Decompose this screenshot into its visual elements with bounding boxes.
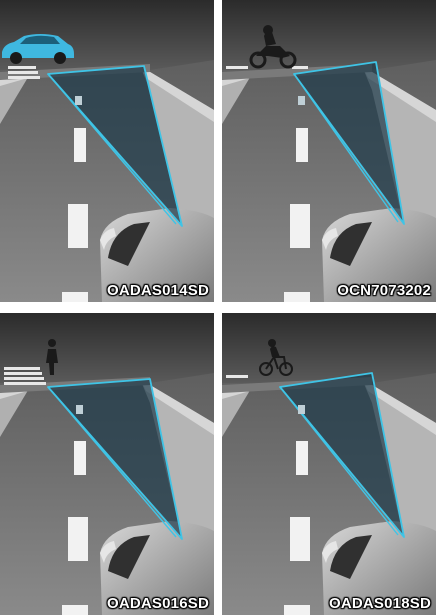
figure-panel-pedestrian: OADAS016SD bbox=[0, 313, 214, 615]
figure-code-label: OADAS018SD bbox=[329, 595, 431, 612]
crosswalk bbox=[8, 66, 40, 79]
figure-panel-car: OADAS014SD bbox=[0, 0, 214, 302]
scene-illustration bbox=[222, 313, 436, 615]
figure-code-label: OADAS016SD bbox=[107, 595, 209, 612]
road-markings bbox=[226, 375, 248, 378]
figure-panel-motorcycle: OCN7073202 bbox=[222, 0, 436, 302]
scene-illustration bbox=[0, 313, 214, 615]
figure-code-label: OCN7073202 bbox=[337, 282, 431, 299]
scene-illustration bbox=[222, 0, 436, 302]
figure-panel-bicycle: OADAS018SD bbox=[222, 313, 436, 615]
scene-illustration bbox=[0, 0, 214, 302]
figure-code-label: OADAS014SD bbox=[107, 282, 209, 299]
